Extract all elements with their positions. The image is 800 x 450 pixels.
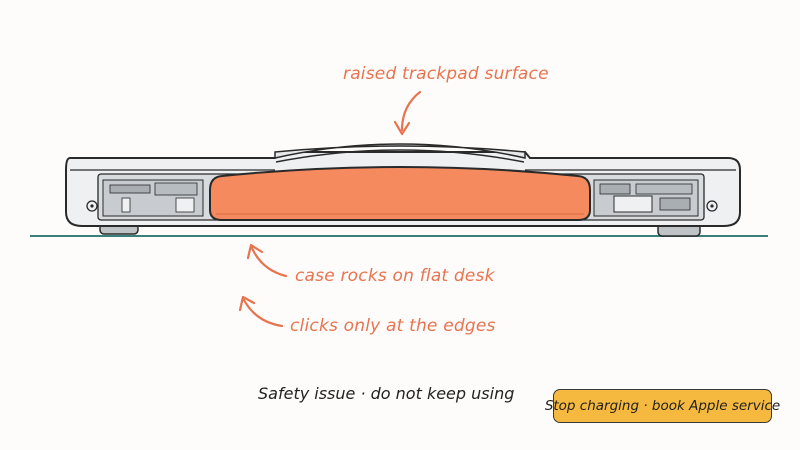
stop-charging-button[interactable]: Stop charging · book Apple service (545, 389, 780, 423)
raised-trackpad-label: raised trackpad surface (343, 64, 549, 84)
arrow-case-rocks (250, 246, 288, 278)
case-rocks-label: case rocks on flat desk (295, 266, 495, 286)
arrow-clicks-edges (242, 298, 284, 328)
safety-warning-text: Safety issue · do not keep using (258, 384, 515, 403)
swollen-battery (209, 166, 591, 221)
arrow-raised-surface (400, 90, 422, 132)
clicks-edges-label: clicks only at the edges (290, 316, 496, 336)
raised-trackpad-surface (274, 143, 526, 159)
